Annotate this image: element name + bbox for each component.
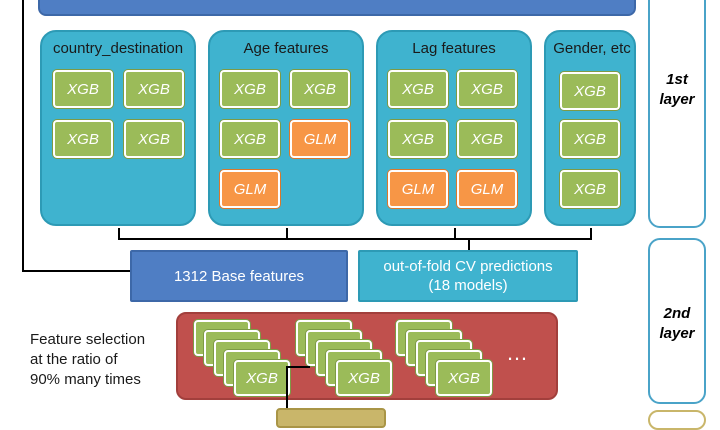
group-title: Gender, etc [553,40,631,57]
xgb-model: XGB [53,120,113,158]
xgb-model: XGB [560,120,620,158]
xgb-model: XGB [290,70,350,108]
connector-line [286,366,310,368]
xgb-model: XGB [124,70,184,108]
group-title: Lag features [412,40,496,57]
layer-1-box [648,0,706,228]
layer-3-box [648,410,706,430]
connector-line [22,270,132,272]
xgb-stack-top: XGB [336,360,392,396]
xgb-model: XGB [457,120,517,158]
glm-model: GLM [457,170,517,208]
top-base-features-bar [38,0,636,16]
group-title: country_destination [52,40,184,57]
oof-line2: (18 models) [428,277,508,294]
xgb-model: XGB [388,70,448,108]
bracket-line [118,238,592,240]
xgb-model: XGB [457,70,517,108]
layer-2-box [648,238,706,404]
xgb-model: XGB [560,72,620,110]
connector-line [286,366,288,416]
third-layer-box [276,408,386,428]
glm-model: GLM [290,120,350,158]
xgb-model: XGB [124,120,184,158]
bracket-line [118,228,120,240]
feature-selection-text: Feature selection at the ratio of 90% ma… [30,331,146,388]
group-title: Age features [243,40,329,57]
xgb-stack-top: XGB [234,360,290,396]
oof-line1: out-of-fold CV predictions [383,258,553,275]
bracket-line [454,228,456,240]
xgb-model: XGB [388,120,448,158]
base-features-box: 1312 Base features [130,250,348,302]
glm-model: GLM [388,170,448,208]
bracket-line [468,238,470,250]
layer-1-label: 1st layer [659,71,695,108]
ellipsis: … [506,340,528,365]
xgb-model: XGB [220,70,280,108]
bracket-line [286,228,288,240]
oof-predictions-box: out-of-fold CV predictions (18 models) [358,250,578,302]
bracket-line [590,228,592,240]
xgb-model: XGB [53,70,113,108]
glm-model: GLM [220,170,280,208]
xgb-model: XGB [220,120,280,158]
xgb-stack-top: XGB [436,360,492,396]
xgb-model: XGB [560,170,620,208]
layer-2-label: 2nd layer [659,305,695,342]
connector-line [22,0,24,272]
